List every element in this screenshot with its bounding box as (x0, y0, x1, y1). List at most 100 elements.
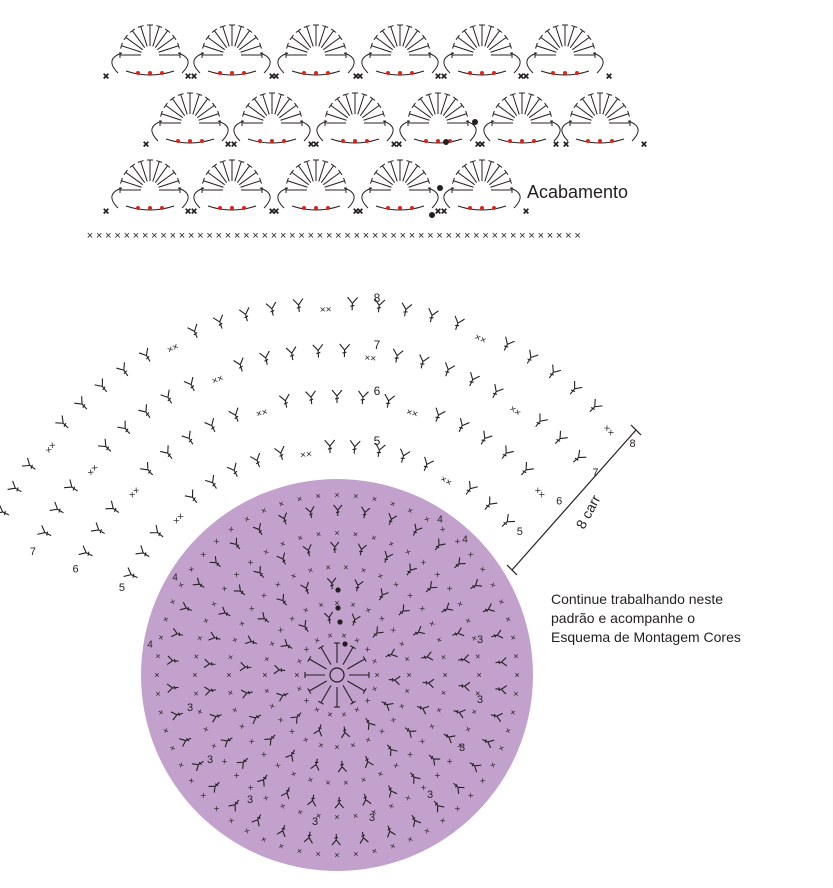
sc-stitch: × (245, 782, 255, 793)
dc-stitch-symbol (290, 712, 302, 724)
sc-stitch: × (403, 546, 413, 557)
sc-stitch: × (269, 207, 275, 218)
sc-stitch: × (432, 569, 443, 580)
dc-stitch-symbol (203, 658, 216, 669)
dc-stitch-symbol (187, 323, 198, 339)
round-number: 3 (247, 794, 253, 806)
sc-stitch: × (308, 140, 314, 151)
sc-stitch: × (547, 230, 553, 242)
sc-stitch: × (191, 690, 202, 697)
dc-stitch-symbol (428, 754, 441, 766)
dc-stitch-symbol (361, 506, 371, 519)
fan-motif: ×× (391, 92, 486, 151)
dc-stitch-top (350, 700, 356, 705)
dc-stitch-symbol (443, 733, 456, 744)
sc-stitch: × (296, 846, 303, 857)
sc-stitch: × (225, 654, 236, 661)
sc-stitch: × (503, 727, 514, 735)
dc-stitch-symbol (381, 701, 394, 712)
sc-stitch: × (387, 801, 396, 812)
round-number: 8 (374, 291, 381, 305)
slip-stitch-dot (437, 185, 443, 191)
dc-stitch-symbol (324, 439, 336, 454)
sc-stitch: × (243, 230, 249, 242)
round-number: 7 (30, 546, 36, 558)
sc-stitch: × (301, 644, 312, 654)
sc-stitch: × (231, 569, 242, 580)
sc-stitch: × (225, 230, 231, 242)
red-marker (468, 206, 472, 210)
sc-stitch: × (236, 722, 247, 731)
dc-stitch-symbol (160, 389, 173, 404)
sc-stitch: × (349, 740, 356, 751)
sc-stitch: × (438, 689, 449, 696)
dc-stitch-symbol (526, 349, 539, 364)
sc-stitch: × (191, 72, 197, 83)
dc-stitch-symbol (554, 430, 568, 445)
sc-stitch: × (170, 230, 176, 242)
dc-stitch-symbol (37, 525, 52, 537)
red-marker (176, 139, 180, 143)
finishing-label: Acabamento (527, 182, 629, 202)
round-number: 6 (72, 563, 78, 575)
dc-stitch-symbol (160, 445, 173, 460)
sc-stitch: × (464, 230, 470, 242)
red-marker (436, 139, 440, 143)
sc-stitch: × (469, 708, 480, 716)
sc-stitch: × (175, 580, 186, 590)
dc-stitch-symbol (64, 479, 78, 492)
sc-stitch: × (553, 140, 559, 151)
dc-stitch-symbol (205, 474, 217, 489)
sc-stitch: × (231, 770, 242, 781)
fan-motif: ×× (553, 92, 648, 151)
sc-stitch: × (377, 726, 387, 737)
dc-stitch-symbol (454, 557, 466, 569)
dc-stitch-symbol (569, 380, 583, 395)
sc-pair-stitch: ×× (85, 462, 101, 478)
dc-stitch-symbol (409, 772, 421, 784)
dc-stitch-symbol (94, 378, 108, 393)
sc-stitch: × (206, 230, 212, 242)
sc-pair-stitch: ×× (473, 332, 488, 347)
sc-stitch: × (377, 613, 387, 624)
sc-stitch: × (362, 644, 373, 654)
sc-stitch: × (262, 230, 268, 242)
dc-stitch-symbol (320, 685, 332, 703)
dc-stitch-symbol (388, 675, 401, 686)
dc-stitch-symbol (183, 376, 195, 392)
sc-stitch: × (273, 579, 283, 590)
dc-stitch-symbol (386, 825, 396, 838)
sc-stitch: × (479, 140, 485, 151)
round-base-circle (141, 479, 533, 871)
round-number: 7 (592, 467, 598, 479)
sc-stitch: × (152, 672, 162, 677)
sc-stitch: × (313, 140, 319, 151)
round-number: 3 (187, 702, 193, 714)
sc-stitch: × (160, 615, 171, 623)
sc-stitch: × (390, 230, 396, 242)
dc-stitch-symbol (309, 658, 327, 670)
sc-stitch: × (226, 815, 236, 826)
dc-stitch-symbol (300, 581, 310, 595)
dc-stitch-symbol (233, 357, 244, 372)
sc-stitch: × (406, 834, 415, 845)
slip-stitch-dot (335, 587, 341, 593)
sc-stitch: × (501, 230, 507, 242)
sc-stitch: × (294, 684, 305, 692)
sc-stitch: × (475, 140, 481, 151)
sc-stitch: × (353, 207, 359, 218)
sc-stitch: × (370, 532, 378, 543)
dc-stitch-symbol (278, 393, 290, 408)
sc-stitch: × (371, 493, 378, 504)
sc-stitch: × (469, 634, 480, 642)
sc-stitch: × (273, 207, 279, 218)
red-marker (314, 71, 318, 75)
dc-stitch-symbol (274, 445, 285, 460)
dc-stitch-symbol (98, 438, 112, 452)
sc-stitch: × (574, 230, 580, 242)
round-number: 3 (369, 812, 375, 824)
sc-stitch: × (343, 562, 349, 572)
dc-stitch-symbol (347, 680, 365, 692)
sc-stitch: × (294, 657, 305, 665)
sc-stitch: × (357, 207, 363, 218)
